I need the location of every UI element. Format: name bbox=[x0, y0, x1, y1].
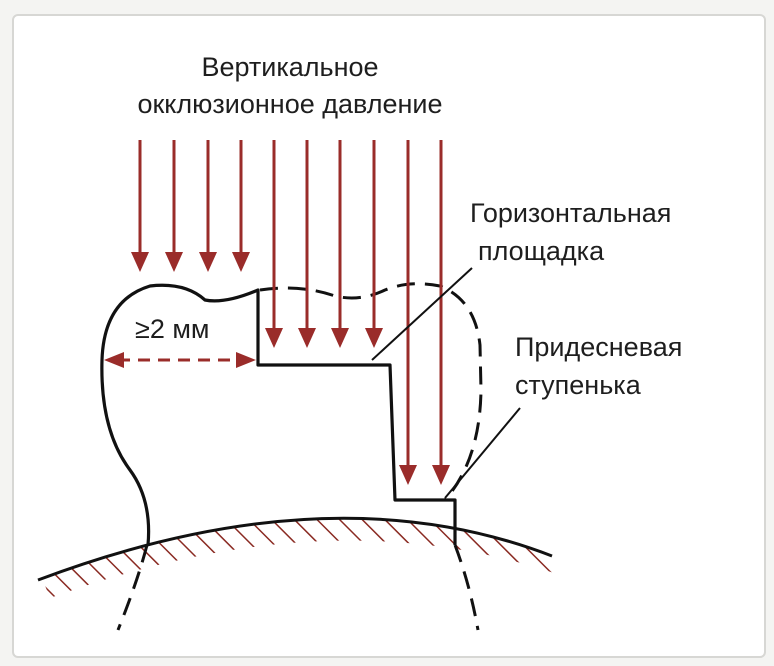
pressure-arrow bbox=[199, 140, 217, 272]
root-dashed-right bbox=[453, 544, 480, 631]
pressure-arrow bbox=[298, 140, 316, 348]
original-crown-outline bbox=[259, 282, 483, 501]
gingival-contour-line bbox=[37, 516, 553, 582]
pressure-arrow bbox=[131, 140, 149, 272]
vertical-arrows bbox=[131, 140, 450, 485]
dimension-label: ≥2 мм bbox=[135, 314, 209, 344]
title-line-2: окклюзионное давление bbox=[137, 89, 442, 119]
step-label-line-2: ступенька bbox=[515, 370, 642, 400]
pressure-arrow bbox=[232, 140, 250, 272]
pressure-arrow bbox=[432, 140, 450, 485]
prepared-tooth-outline bbox=[100, 283, 457, 546]
step-label-line-1: Придесневая bbox=[515, 332, 682, 362]
pressure-arrow bbox=[165, 140, 183, 272]
shelf-leader-line bbox=[371, 267, 473, 361]
pressure-arrow bbox=[399, 140, 417, 485]
step-leader-line bbox=[444, 407, 521, 499]
pressure-arrow bbox=[365, 140, 383, 348]
title-line-1: Вертикальное bbox=[201, 52, 378, 82]
pressure-arrow bbox=[331, 140, 349, 348]
root-dashed-left bbox=[116, 544, 149, 631]
alveolar-bone-hatch bbox=[42, 517, 560, 598]
pressure-arrow bbox=[265, 140, 283, 348]
shelf-label-line-2: площадка bbox=[478, 236, 605, 266]
dimension-arrow bbox=[104, 352, 256, 368]
shelf-label-line-1: Горизонтальная bbox=[470, 198, 671, 228]
